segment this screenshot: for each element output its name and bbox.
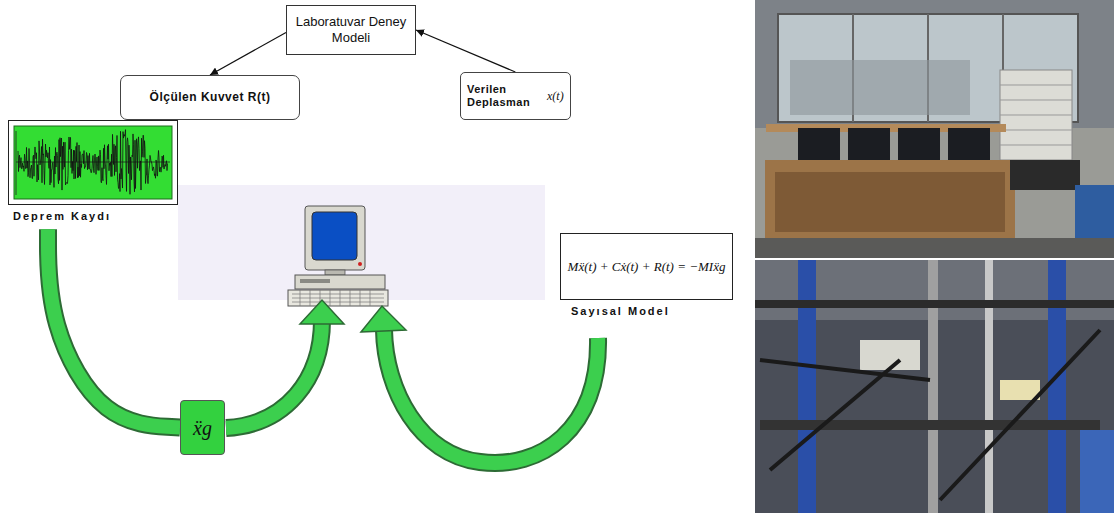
connector-outline [48,229,180,427]
steel-column [1048,260,1066,513]
connector-line [210,33,286,76]
earthquake-record-box: Deprem Kaydı [8,120,178,205]
monitor [848,128,890,160]
plot-ground [14,126,172,199]
model-box: Laboratuvar Deney Modeli [286,5,416,55]
lab-photo [755,0,1114,258]
frame [1080,430,1114,513]
test-setup-photo [755,260,1114,513]
arrow-outline [226,320,322,428]
box-label: Ölçülen Kuvvet R(t) [150,90,271,104]
arrow-head [300,300,344,324]
connector [416,30,515,72]
monitor [798,128,840,160]
keyboard [288,290,388,306]
box-label: x(t) [547,89,564,103]
connector-body [48,229,180,427]
computer-icon [288,206,388,306]
connector [48,229,180,427]
seismogram [13,125,173,200]
box-label: Laboratuvar Deney Modeli [293,14,409,45]
steel-column [798,260,816,513]
rack-units [1000,85,1072,145]
lab-behind-glass [790,60,970,115]
plot-axis [16,131,17,195]
arrow-body [226,320,322,428]
hoses [760,330,1100,500]
arrow-outline [384,330,598,463]
floor [755,238,1114,258]
box-caption: Deprem Kaydı [11,210,113,223]
steel-column [928,260,938,513]
flow-arrow [226,300,344,428]
computer-panel [178,185,545,300]
desk-front [775,172,1005,232]
monitor [948,128,990,160]
displacement-box: Verilen Deplasman x(t) [460,72,571,120]
desk [765,160,1015,240]
steel-column [985,260,993,513]
waveform [18,130,168,195]
monitor-case [305,206,365,270]
power-led [358,262,362,266]
computer-base [295,275,385,289]
box-label: Mẍ(t) + Cẋ(t) + R(t) = −MIẍg [568,259,726,275]
box-caption: Sayısal Model [569,305,672,318]
photo-ground [755,0,1114,258]
connector-line [416,30,515,72]
box-label: Verilen Deplasman [467,83,541,109]
disk-slot [300,279,330,283]
box-label: ẍg [193,416,212,440]
measured-force-box: Ölçülen Kuvvet R(t) [120,75,300,120]
numerical-model-box: Mẍ(t) + Cẋ(t) + R(t) = −MIẍgSayısal Mode… [560,233,733,300]
instrument-rack [1000,70,1072,160]
photo-ground [755,260,1114,513]
monitor-stand [325,270,345,275]
monitor-screen [312,212,357,260]
actuator [860,340,920,370]
device [1010,160,1080,190]
ground-acceleration-box: ẍg [180,400,225,455]
arrow-body [384,330,598,463]
keyboard-keys [292,290,384,306]
flow-arrow [361,306,598,463]
arrow-head [361,306,406,332]
connector [210,33,286,76]
monitor [898,128,940,160]
beam [755,300,1114,308]
beam [760,420,1100,430]
sensor [1000,380,1040,400]
